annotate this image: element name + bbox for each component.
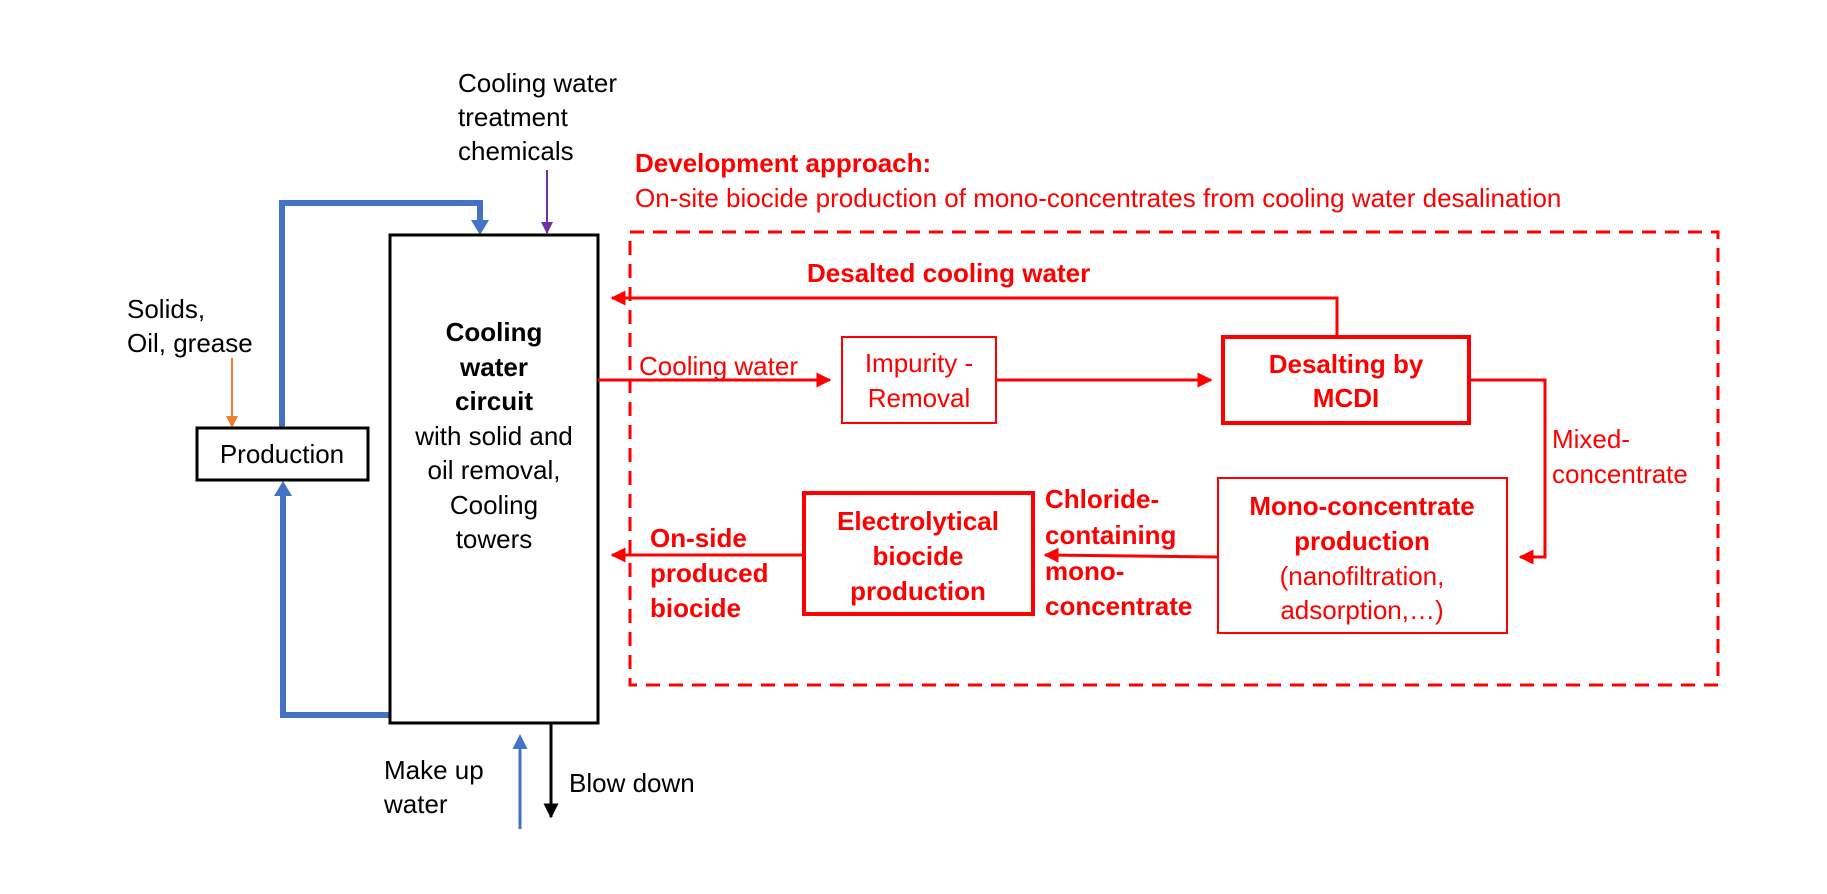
chemicals-label-line: treatment bbox=[458, 102, 569, 132]
development-boundary bbox=[628, 230, 1720, 687]
mixed-label-line: Mixed- bbox=[1552, 424, 1630, 454]
makeup-label-line: water bbox=[383, 789, 448, 819]
electro-box-label: biocide bbox=[872, 541, 963, 571]
onside-label-line: biocide bbox=[650, 593, 741, 623]
chloride-label-line: containing bbox=[1045, 520, 1176, 550]
cooling-water-label: Cooling water bbox=[639, 351, 798, 381]
desalted-label: Desalted cooling water bbox=[807, 258, 1090, 288]
solids-label-line: Oil, grease bbox=[127, 328, 253, 358]
desalting-mcdi-box: Desalting by MCDI bbox=[1221, 335, 1471, 425]
chemicals-label-line: chemicals bbox=[458, 136, 574, 166]
electro-box-label: Electrolytical bbox=[837, 506, 999, 536]
cooling-circuit-title: water bbox=[459, 352, 528, 382]
development-subtitle: On-site biocide production of mono-conce… bbox=[635, 183, 1561, 213]
chemicals-label-line: Cooling water bbox=[458, 68, 617, 98]
impurity-box-label: Impurity - bbox=[865, 348, 973, 378]
onside-biocide-label: On-side produced biocide bbox=[650, 523, 768, 623]
chloride-label-line: Chloride- bbox=[1045, 484, 1159, 514]
desalting-box-label: MCDI bbox=[1313, 383, 1379, 413]
flow-desalted-return bbox=[610, 290, 1339, 337]
production-box: Production bbox=[195, 426, 370, 482]
impurity-removal-box: Impurity - Removal bbox=[841, 336, 997, 424]
arrowhead-circuit-in-icon bbox=[471, 220, 489, 235]
mono-box-detail: (nanofiltration, bbox=[1280, 561, 1445, 591]
cooling-circuit-detail: with solid and bbox=[414, 421, 573, 451]
onside-label-line: On-side bbox=[650, 523, 747, 553]
chloride-label-line: concentrate bbox=[1045, 591, 1192, 621]
cooling-circuit-box: Cooling water circuit with solid and oil… bbox=[388, 233, 600, 725]
electrolytical-box: Electrolytical biocide production bbox=[802, 491, 1035, 616]
impurity-box-label: Removal bbox=[868, 383, 971, 413]
chloride-label: Chloride- containing mono- concentrate bbox=[1045, 484, 1192, 621]
cooling-circuit-detail: Cooling bbox=[450, 490, 538, 520]
cooling-circuit-title: Cooling bbox=[446, 317, 543, 347]
mixed-label-line: concentrate bbox=[1552, 459, 1688, 489]
makeup-water-label: Make up water bbox=[383, 755, 484, 819]
mono-box-title: production bbox=[1294, 526, 1430, 556]
cooling-circuit-title: circuit bbox=[455, 386, 533, 416]
flow-mixed-concentrate bbox=[1469, 378, 1547, 565]
desalting-box-label: Desalting by bbox=[1269, 349, 1424, 379]
flow-production-to-circuit bbox=[279, 200, 483, 428]
chloride-label-line: mono- bbox=[1045, 556, 1124, 586]
electro-box-label: production bbox=[850, 576, 986, 606]
development-title: Development approach: bbox=[635, 148, 931, 178]
mono-concentrate-box: Mono-concentrate production (nanofiltrat… bbox=[1217, 477, 1508, 634]
mixed-concentrate-label: Mixed- concentrate bbox=[1552, 424, 1688, 489]
cooling-circuit-detail: towers bbox=[456, 524, 533, 554]
flow-chloride-mono-concentrate bbox=[1043, 547, 1219, 563]
mono-box-detail: adsorption,…) bbox=[1280, 595, 1443, 625]
production-box-label: Production bbox=[220, 439, 344, 469]
makeup-label-line: Make up bbox=[384, 755, 484, 785]
cooling-circuit-detail: oil removal, bbox=[428, 455, 561, 485]
chemicals-label: Cooling water treatment chemicals bbox=[458, 68, 617, 166]
solids-label: Solids, Oil, grease bbox=[127, 294, 253, 358]
mono-box-title: Mono-concentrate bbox=[1249, 491, 1474, 521]
onside-label-line: produced bbox=[650, 558, 768, 588]
arrowhead-production-in-icon bbox=[274, 481, 292, 496]
blowdown-label: Blow down bbox=[569, 768, 695, 798]
solids-label-line: Solids, bbox=[127, 294, 205, 324]
